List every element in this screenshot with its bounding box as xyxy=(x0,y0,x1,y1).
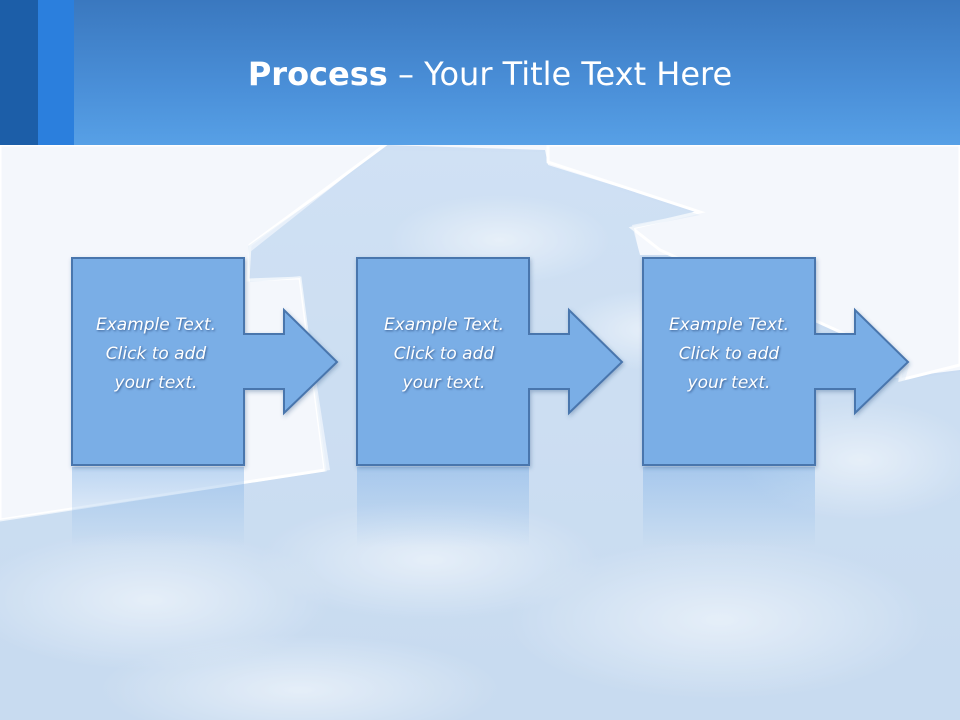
step-2-line-1: Example Text. xyxy=(383,315,505,335)
step-3-shape[interactable] xyxy=(642,257,910,466)
step-1-line-3: your text. xyxy=(114,373,198,393)
step-3-line-3: your text. xyxy=(687,373,771,393)
step-2-line-2: Click to add xyxy=(393,344,495,364)
slide-title-rest: – Your Title Text Here xyxy=(387,55,733,93)
step-reflections xyxy=(72,467,815,547)
step-3-text[interactable]: Example Text. Click to add your text. xyxy=(644,311,814,398)
step-1-line-1: Example Text. xyxy=(95,315,217,335)
process-step-1[interactable] xyxy=(71,257,339,466)
slide-title[interactable]: Process – Your Title Text Here xyxy=(100,50,880,98)
header-accent-dark xyxy=(0,0,38,145)
step-2-line-3: your text. xyxy=(402,373,486,393)
process-step-3[interactable] xyxy=(642,257,910,466)
header-bar xyxy=(0,0,960,145)
step-2-text[interactable]: Example Text. Click to add your text. xyxy=(359,311,529,398)
slide-title-bold: Process xyxy=(247,55,388,93)
step-2-shape[interactable] xyxy=(356,257,624,466)
step-3-line-1: Example Text. xyxy=(668,315,790,335)
step-1-line-2: Click to add xyxy=(105,344,207,364)
header-accent-light xyxy=(38,0,74,145)
step-3-line-2: Click to add xyxy=(678,344,780,364)
step-1-text[interactable]: Example Text. Click to add your text. xyxy=(71,311,241,398)
process-step-2[interactable] xyxy=(356,257,624,466)
step-1-shape[interactable] xyxy=(71,257,339,466)
